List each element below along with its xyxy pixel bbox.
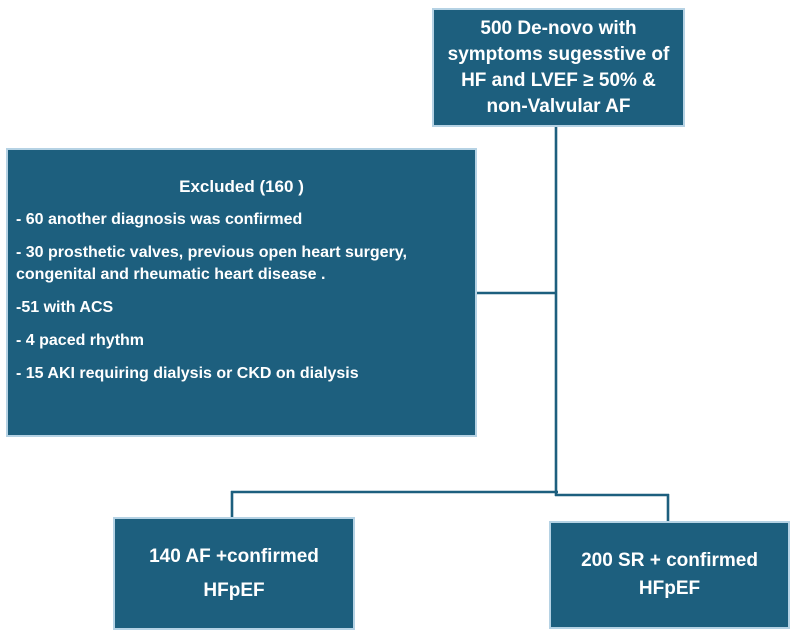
enrollment-line-3: HF and LVEF ≥ 50% & xyxy=(461,69,656,91)
excluded-item: - 4 paced rhythm xyxy=(16,332,145,349)
af-group-line-1: 140 AF +confirmed xyxy=(149,545,319,567)
sr-group-box: 200 SR + confirmed HFpEF xyxy=(549,521,790,629)
excluded-box: Excluded (160 ) - 60 another diagnosis w… xyxy=(6,148,477,437)
enrollment-line-1: 500 De-novo with xyxy=(480,17,637,39)
sr-group-line-2: HFpEF xyxy=(638,578,701,599)
af-group-box: 140 AF +confirmed HFpEF xyxy=(113,517,355,630)
af-group-line-2: HFpEF xyxy=(203,579,265,601)
excluded-item: - 15 AKI requiring dialysis or CKD on di… xyxy=(16,365,359,382)
enrollment-line-4: non-Valvular AF xyxy=(486,95,631,117)
excluded-item: -51 with ACS xyxy=(16,299,114,316)
excluded-title: Excluded (160 ) xyxy=(179,177,304,196)
excluded-item: - 30 prosthetic valves, previous open he… xyxy=(16,244,407,283)
sr-group-line-1: 200 SR + confirmed xyxy=(581,550,758,571)
enrollment-line-2: symptoms sugesstive of xyxy=(447,43,670,65)
excluded-item: - 60 another diagnosis was confirmed xyxy=(16,211,303,228)
enrollment-box: 500 De-novo with symptoms sugesstive of … xyxy=(432,8,685,127)
